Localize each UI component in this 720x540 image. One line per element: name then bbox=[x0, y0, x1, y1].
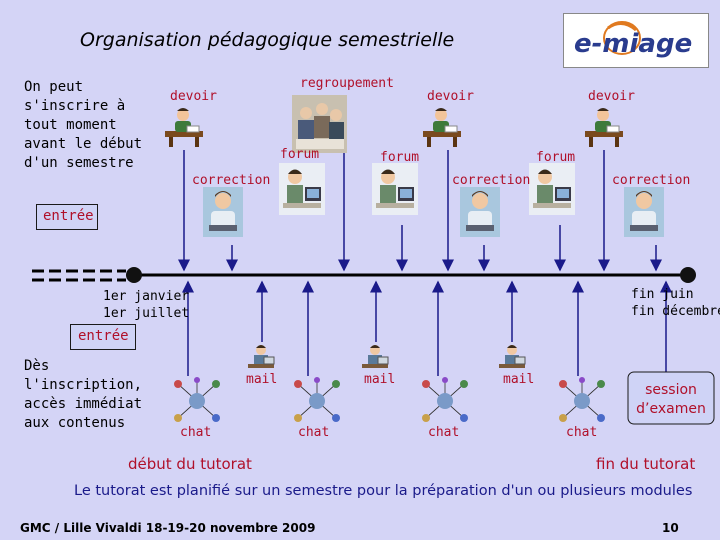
chat-label: chat bbox=[298, 425, 330, 440]
mail-icon bbox=[497, 342, 527, 378]
e-miage-logo: e-miage bbox=[563, 13, 709, 68]
tutor-correction-icon bbox=[460, 187, 500, 237]
timeline-end-date-alt: fin décembre bbox=[631, 304, 720, 319]
footer-event: GMC / Lille Vivaldi 18-19-20 novembre 20… bbox=[20, 521, 316, 535]
entree-box-bottom: entrée bbox=[70, 324, 136, 350]
tutorat-end: fin du tutorat bbox=[596, 455, 696, 473]
timeline-start-date-alt: 1er juillet bbox=[103, 306, 190, 321]
devoir-label: devoir bbox=[588, 89, 635, 104]
mail-label: mail bbox=[503, 372, 535, 387]
chat-network-icon bbox=[420, 376, 470, 430]
chat-network-icon bbox=[557, 376, 607, 430]
enrollment-note: On peut s'inscrire à tout moment avant l… bbox=[24, 79, 143, 171]
exam-session-label: session d’examen bbox=[636, 382, 706, 417]
mail-label: mail bbox=[246, 372, 278, 387]
logo-text: e-miage bbox=[574, 29, 692, 59]
tutor-correction-icon bbox=[624, 187, 664, 237]
forum-label: forum bbox=[380, 150, 420, 165]
timeline-start-dot bbox=[126, 267, 142, 283]
correction-label: correction bbox=[452, 173, 531, 188]
timeline-end-dot bbox=[680, 267, 696, 283]
correction-label: correction bbox=[612, 173, 691, 188]
exam-session-box bbox=[627, 371, 715, 425]
access-note: Dès l'inscription, accès immédiat aux co… bbox=[24, 358, 143, 431]
chat-label: chat bbox=[428, 425, 460, 440]
devoir-icon bbox=[583, 105, 625, 153]
forum-label: forum bbox=[280, 147, 320, 162]
forum-label: forum bbox=[536, 150, 576, 165]
entree-label: entrée bbox=[43, 208, 94, 224]
top-arrows bbox=[178, 150, 662, 272]
forum-icon bbox=[529, 163, 575, 215]
tutorat-start: début du tutorat bbox=[128, 455, 252, 473]
chat-network-icon bbox=[172, 376, 222, 430]
logo-graphic: e-miage bbox=[574, 21, 692, 59]
devoir-icon bbox=[421, 105, 463, 153]
chat-label: chat bbox=[180, 425, 212, 440]
entree-box-top: entrée bbox=[36, 204, 98, 230]
regroupement-label: regroupement bbox=[300, 76, 394, 91]
mail-icon bbox=[246, 342, 276, 378]
devoir-label: devoir bbox=[170, 89, 217, 104]
chat-label: chat bbox=[566, 425, 598, 440]
tutor-correction-icon bbox=[203, 187, 243, 237]
entree-label: entrée bbox=[78, 328, 129, 344]
forum-icon bbox=[279, 163, 325, 215]
chat-network-icon bbox=[292, 376, 342, 430]
group-meeting-icon bbox=[292, 95, 347, 153]
timeline-lead-dashes bbox=[32, 269, 126, 282]
mail-label: mail bbox=[364, 372, 396, 387]
devoir-label: devoir bbox=[427, 89, 474, 104]
tutorat-summary: Le tutorat est planifié sur un semestre … bbox=[74, 483, 693, 499]
bottom-arrows bbox=[182, 280, 672, 376]
devoir-icon bbox=[163, 105, 205, 153]
page-title: Organisation pédagogique semestrielle bbox=[80, 29, 455, 51]
mail-icon bbox=[360, 342, 390, 378]
correction-label: correction bbox=[192, 173, 271, 188]
timeline-end-date: fin juin bbox=[631, 287, 694, 302]
forum-icon bbox=[372, 163, 418, 215]
page-number: 10 bbox=[662, 521, 679, 535]
timeline-start-date: 1er janvier bbox=[103, 289, 190, 304]
